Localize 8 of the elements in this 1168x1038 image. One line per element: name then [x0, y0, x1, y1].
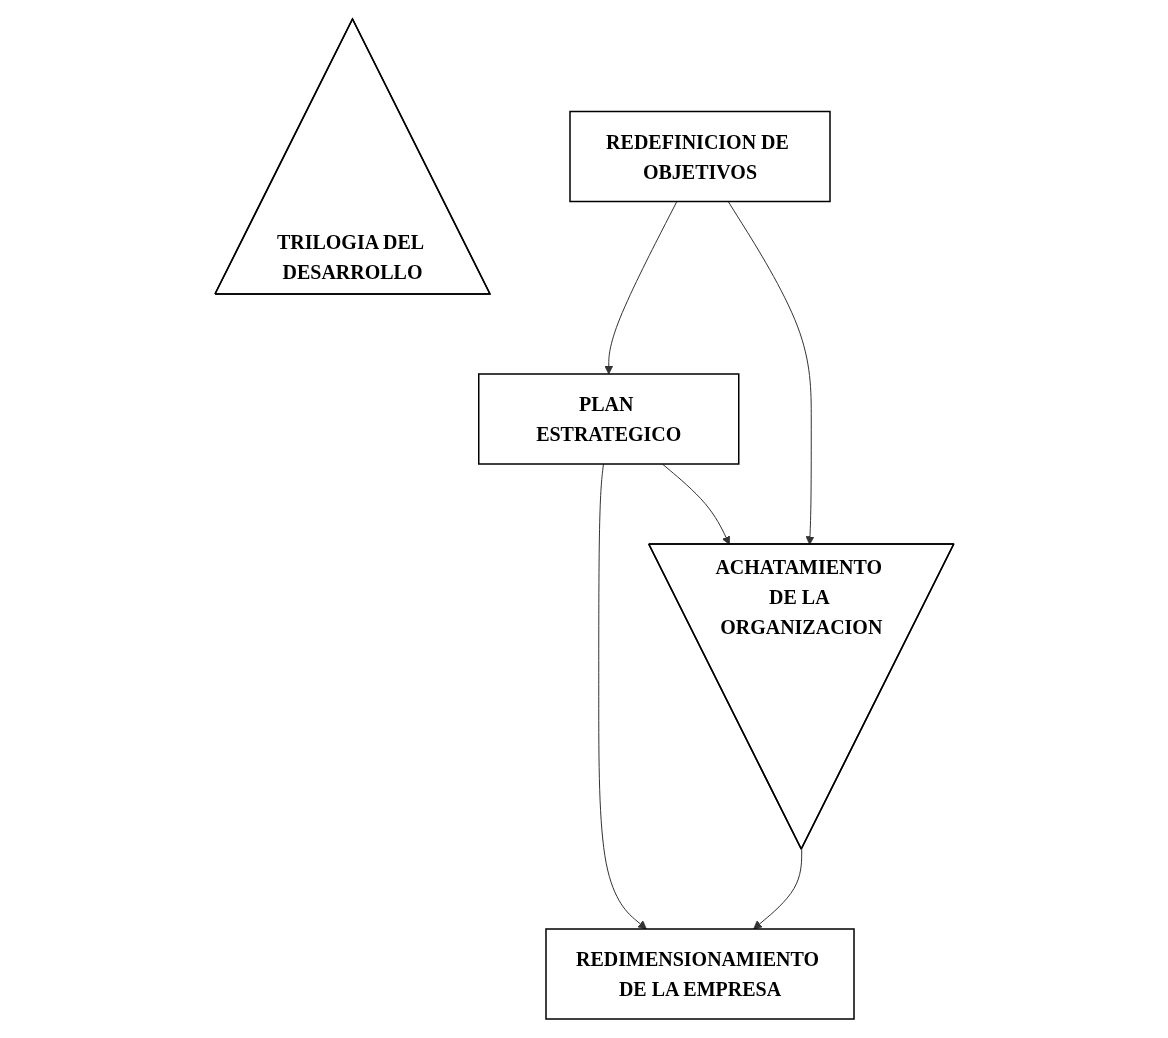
- arrow: [727, 201, 814, 545]
- node-box: PLAN ESTRATEGICO: [477, 373, 740, 465]
- node-box: REDIMENSIONAMIENTO DE LA EMPRESA: [544, 928, 855, 1020]
- arrow: [752, 849, 802, 930]
- arrow: [661, 463, 730, 545]
- arrow: [597, 463, 647, 930]
- node-box: REDEFINICION DE OBJETIVOS: [568, 110, 831, 203]
- arrow: [604, 201, 677, 375]
